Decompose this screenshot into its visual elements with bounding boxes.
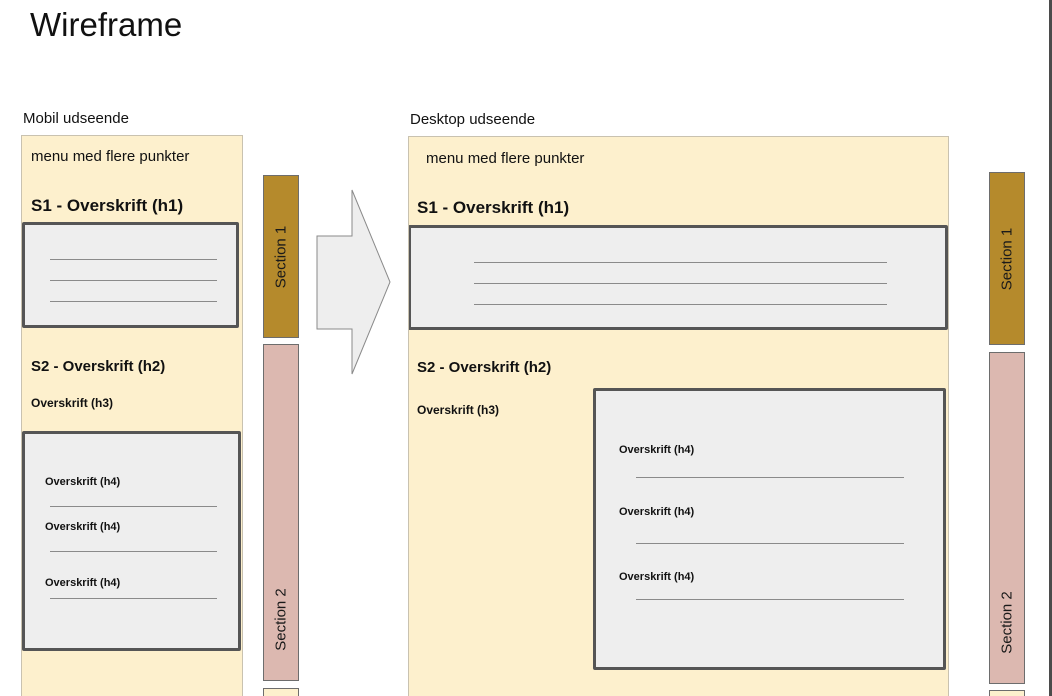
desktop-section2-tab: Section 2 <box>989 352 1025 684</box>
mobile-section3-tab <box>263 688 299 696</box>
mobile-section1-box <box>22 222 239 328</box>
desktop-section3-tab <box>989 690 1025 696</box>
mobile-h1: S1 - Overskrift (h1) <box>31 196 184 215</box>
mobile-h4-1: Overskrift (h4) <box>45 476 121 488</box>
text-line <box>474 262 887 263</box>
text-line <box>50 301 217 302</box>
mobile-h3: Overskrift (h3) <box>31 396 114 410</box>
mobile-h2: S2 - Overskrift (h2) <box>31 358 166 375</box>
text-line <box>636 477 904 478</box>
section2-label: Section 2 <box>272 588 290 651</box>
desktop-h3: Overskrift (h3) <box>417 403 500 417</box>
text-line <box>50 598 217 599</box>
desktop-menu: menu med flere punkter <box>426 150 585 167</box>
mobile-section2-box: Overskrift (h4) Overskrift (h4) Overskri… <box>22 431 241 651</box>
desktop-section2-box: Overskrift (h4) Overskrift (h4) Overskri… <box>593 388 946 670</box>
window-edge <box>1049 0 1052 696</box>
text-line <box>636 543 904 544</box>
text-line <box>50 280 217 281</box>
desktop-h4-1: Overskrift (h4) <box>619 444 695 456</box>
text-line <box>50 506 217 507</box>
section1-label: Section 1 <box>272 225 290 288</box>
desktop-h4-3: Overskrift (h4) <box>619 571 695 583</box>
text-line <box>474 304 887 305</box>
mobile-h4-2: Overskrift (h4) <box>45 521 121 533</box>
section2-label: Section 2 <box>998 591 1016 654</box>
transform-arrow-icon <box>316 189 391 375</box>
text-line <box>50 551 217 552</box>
section1-label: Section 1 <box>998 227 1016 290</box>
mobile-h4-3: Overskrift (h4) <box>45 577 121 589</box>
mobile-menu: menu med flere punkter <box>31 148 190 165</box>
mobile-section2-tab: Section 2 <box>263 344 299 681</box>
text-line <box>50 259 217 260</box>
mobile-frame: menu med flere punkter S1 - Overskrift (… <box>21 135 243 696</box>
desktop-section1-box <box>409 225 948 330</box>
text-line <box>474 283 887 284</box>
desktop-h4-2: Overskrift (h4) <box>619 506 695 518</box>
mobile-view-label: Mobil udseende <box>23 110 129 127</box>
desktop-frame: menu med flere punkter S1 - Overskrift (… <box>408 136 949 696</box>
mobile-section1-tab: Section 1 <box>263 175 299 338</box>
text-line <box>636 599 904 600</box>
desktop-view-label: Desktop udseende <box>410 111 536 128</box>
desktop-section1-tab: Section 1 <box>989 172 1025 345</box>
page-title: Wireframe <box>30 6 183 43</box>
desktop-h1: S1 - Overskrift (h1) <box>417 198 570 217</box>
desktop-h2: S2 - Overskrift (h2) <box>417 359 552 376</box>
